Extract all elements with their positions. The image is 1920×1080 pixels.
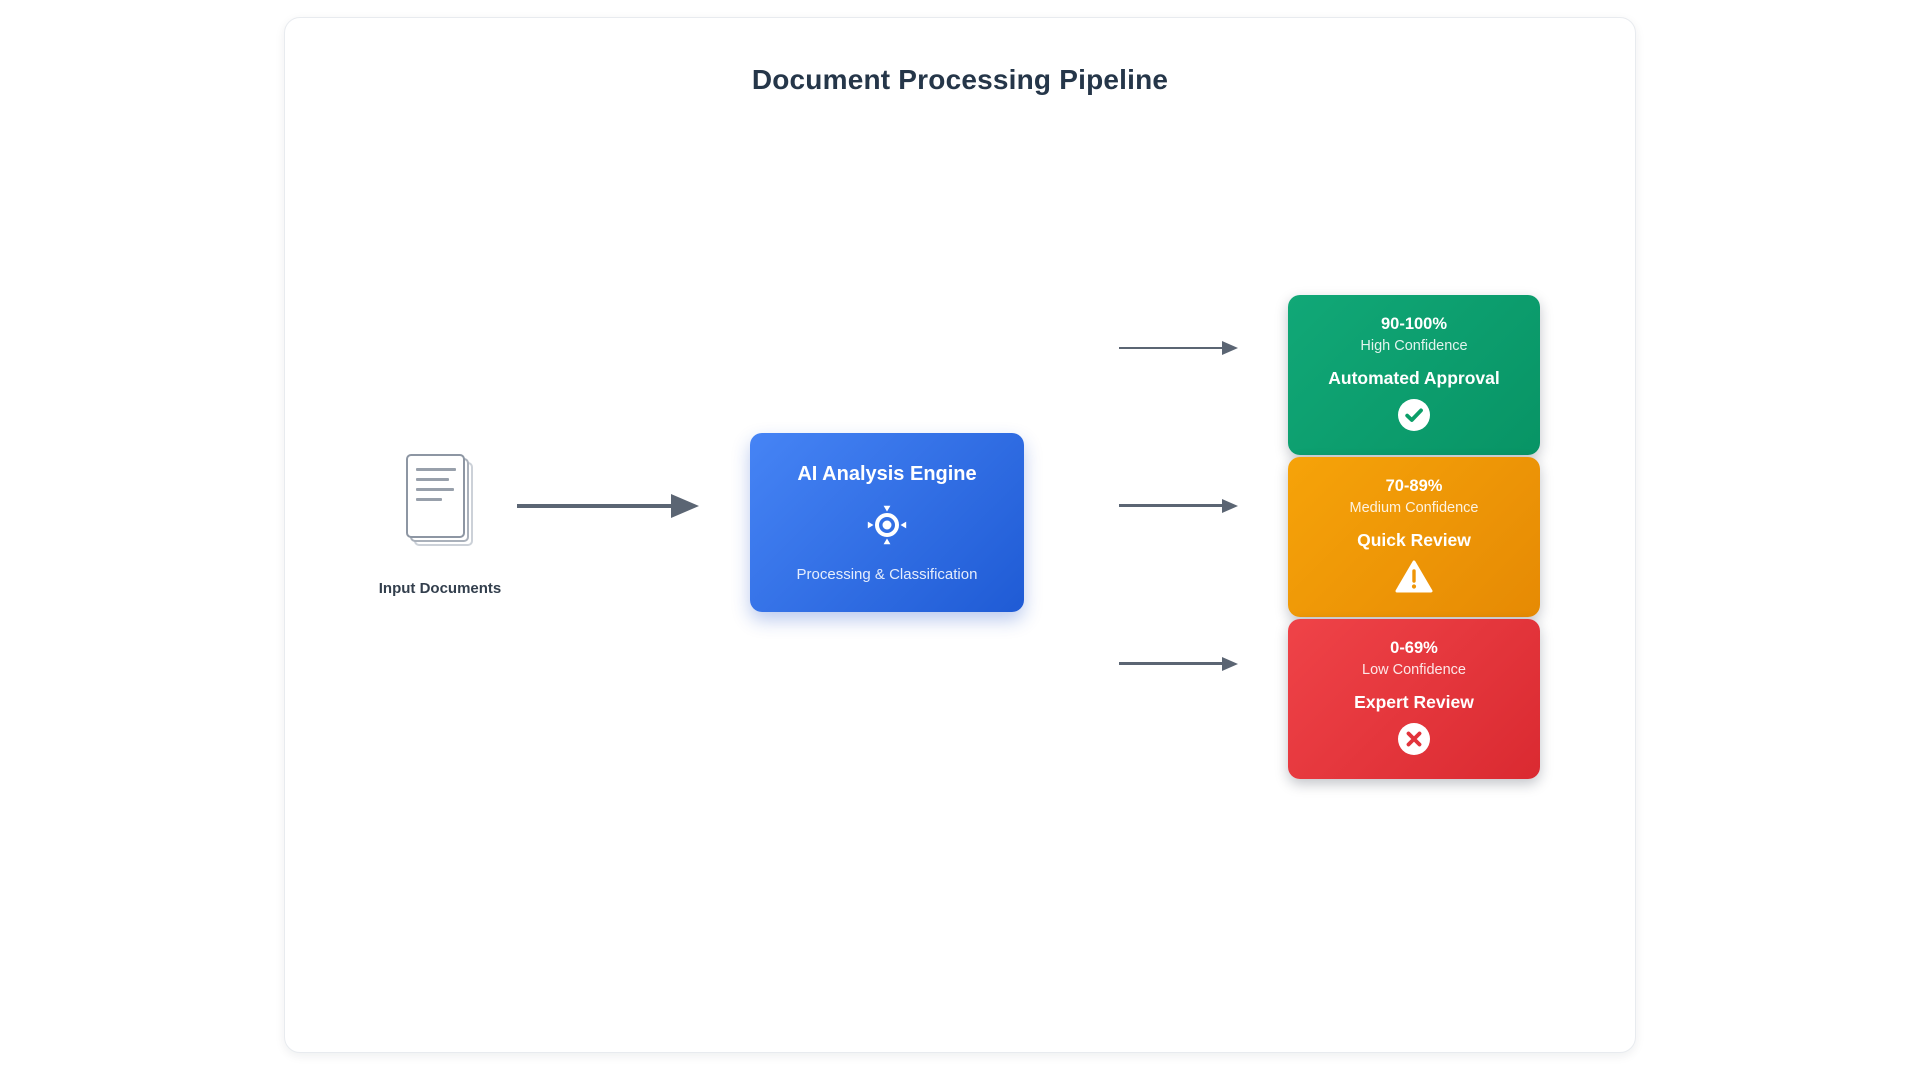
document-text-line — [416, 488, 454, 491]
outcome-box-medium-confidence: 70-89% Medium Confidence Quick Review — [1288, 457, 1540, 617]
document-text-line — [416, 478, 449, 481]
flow-arrow-main-head — [671, 493, 699, 518]
confidence-range: 0-69% — [1390, 639, 1438, 657]
pipeline-card: Document Processing Pipeline Input Docum… — [284, 17, 1636, 1053]
flow-arrow-low-confidence — [1119, 662, 1222, 665]
flow-arrow-high-confidence-head — [1222, 341, 1238, 355]
document-stack-icon — [406, 454, 474, 547]
confidence-range: 90-100% — [1380, 315, 1448, 333]
ai-engine-box: AI Analysis Engine Processing & Classifi… — [750, 433, 1024, 612]
flow-arrow-low-confidence-head — [1222, 656, 1238, 671]
check-circle-icon — [1397, 398, 1431, 437]
x-circle-icon — [1397, 722, 1431, 761]
document-text-line — [416, 468, 456, 471]
target-focus-icon — [864, 502, 910, 553]
flow-arrow-high-confidence — [1119, 346, 1222, 350]
confidence-range: 70-89% — [1385, 477, 1443, 495]
document-text-line — [416, 498, 442, 501]
input-documents-group: Input Documents — [355, 454, 525, 597]
action-label: Quick Review — [1357, 530, 1471, 550]
outcome-box-high-confidence: 90-100% High Confidence Automated Approv… — [1288, 295, 1540, 455]
flow-arrow-medium-confidence-head — [1222, 498, 1238, 513]
flow-arrow-medium-confidence — [1119, 504, 1222, 507]
ai-engine-title: AI Analysis Engine — [797, 463, 977, 485]
page-title: Document Processing Pipeline — [751, 64, 1169, 95]
action-label: Expert Review — [1354, 692, 1474, 712]
outcome-box-low-confidence: 0-69% Low Confidence Expert Review — [1288, 619, 1540, 779]
document-page-front — [406, 454, 465, 538]
ai-engine-subtitle: Processing & Classification — [796, 566, 978, 583]
warning-triangle-icon — [1395, 560, 1433, 599]
flow-arrow-main — [517, 503, 671, 508]
confidence-label: Medium Confidence — [1349, 500, 1479, 516]
confidence-label: High Confidence — [1360, 338, 1468, 354]
input-documents-label: Input Documents — [378, 580, 502, 597]
action-label: Automated Approval — [1328, 368, 1500, 388]
confidence-label: Low Confidence — [1362, 662, 1466, 678]
